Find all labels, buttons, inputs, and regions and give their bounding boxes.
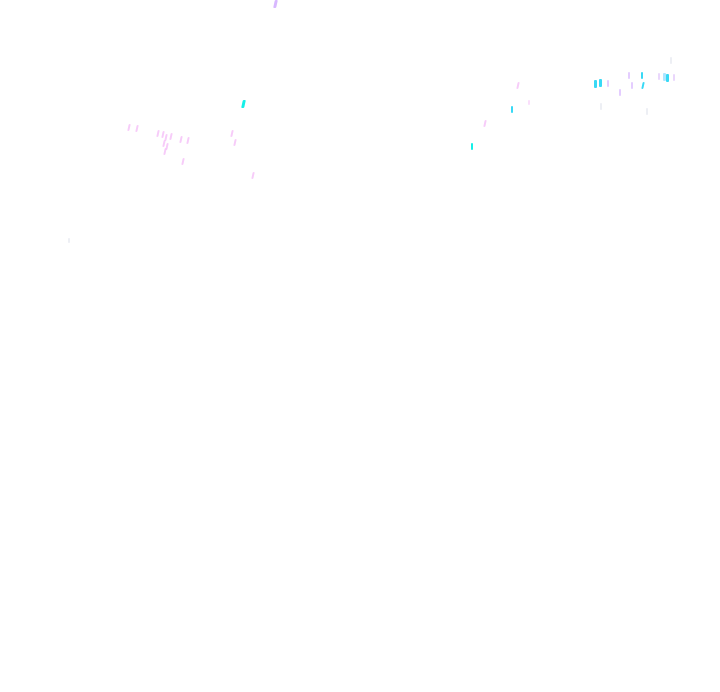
artifact-fleck: [68, 238, 70, 243]
artifact-fleck: [619, 89, 621, 96]
artifact-fleck: [607, 80, 609, 87]
artifact-fleck: [127, 124, 131, 131]
artifact-fleck: [186, 137, 190, 144]
artifact-fleck: [230, 130, 234, 137]
artifact-fleck: [599, 79, 602, 87]
artifact-fleck: [600, 103, 602, 110]
artifact-fleck: [163, 148, 167, 155]
artifact-fleck: [594, 80, 597, 88]
artifact-fleck: [663, 73, 666, 81]
artifact-fleck: [251, 172, 255, 179]
artifact-fleck: [181, 158, 185, 165]
artifact-fleck: [169, 133, 173, 140]
artifact-fleck: [673, 74, 675, 81]
artifact-fleck: [233, 139, 237, 146]
artifact-fleck: [670, 57, 672, 64]
artifact-fleck: [658, 73, 660, 80]
artifact-fleck: [646, 108, 648, 115]
artifact-fleck: [135, 125, 139, 132]
artifact-fleck: [273, 0, 278, 8]
artifact-fleck: [641, 72, 643, 79]
artifact-fleck: [641, 82, 645, 89]
artifact-fleck: [628, 72, 630, 79]
artifact-fleck: [471, 143, 473, 150]
artifact-fleck: [516, 82, 520, 89]
artifact-fleck: [156, 130, 160, 137]
artifact-fleck: [483, 120, 487, 127]
artifact-fleck: [666, 74, 669, 82]
artifact-fleck: [511, 106, 513, 113]
artifact-fleck: [241, 100, 246, 108]
artifact-fleck: [631, 82, 633, 89]
artifact-fleck: [528, 100, 530, 105]
artifact-fleck: [179, 136, 183, 143]
